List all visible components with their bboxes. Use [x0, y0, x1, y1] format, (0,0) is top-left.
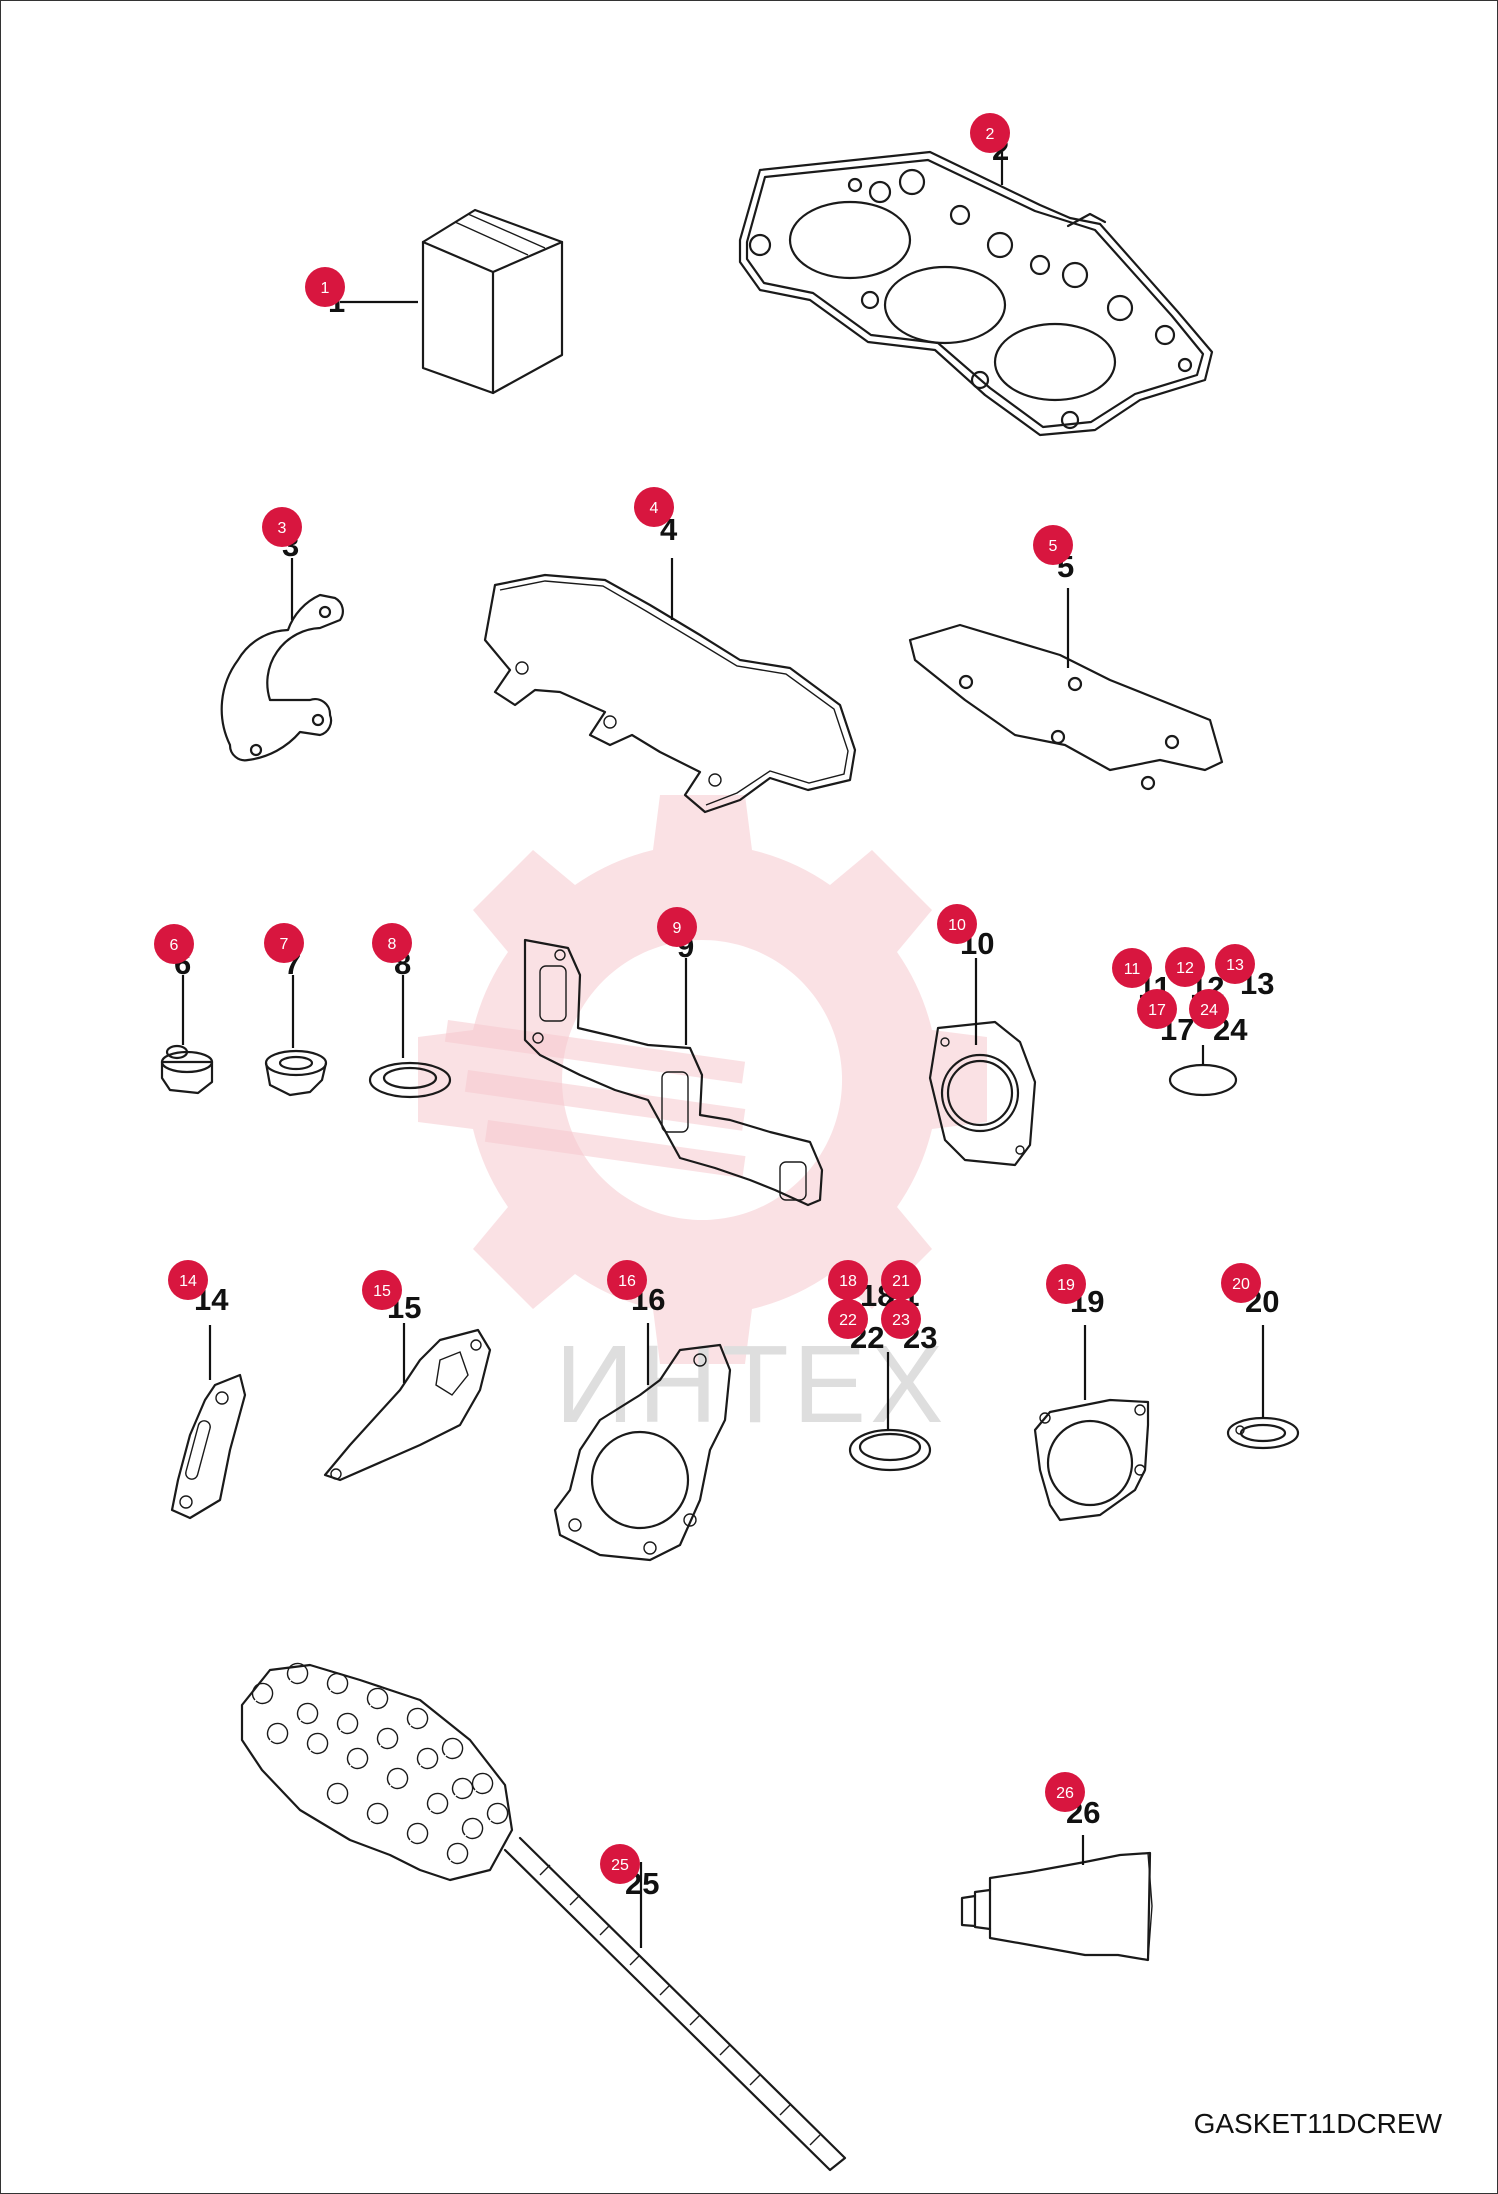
part-9-exhaust-gasket	[523, 938, 824, 1207]
part-3-gasket	[220, 593, 344, 762]
svg-text:26: 26	[1056, 1785, 1074, 1802]
svg-text:22: 22	[839, 1312, 857, 1329]
callout-16[interactable]: 16	[607, 1260, 647, 1300]
svg-text:19: 19	[1057, 1277, 1075, 1294]
callout-10[interactable]: 10	[937, 904, 977, 944]
callout-5[interactable]: 5	[1033, 525, 1073, 565]
callout-3[interactable]: 3	[262, 507, 302, 547]
callout-6[interactable]: 6	[154, 924, 194, 964]
callout-20[interactable]: 20	[1221, 1263, 1261, 1303]
callout-4[interactable]: 4	[634, 487, 674, 527]
part-5-manifold-gasket	[908, 623, 1224, 791]
watermark-text: ИНТЕХ	[555, 1323, 947, 1446]
part-16-water-pump-gasket	[553, 1343, 732, 1562]
svg-text:18: 18	[839, 1273, 857, 1290]
callout-14[interactable]: 14	[168, 1260, 208, 1300]
svg-text:3: 3	[278, 520, 287, 537]
part-1-kit-box	[421, 208, 564, 395]
part-11-13-17-24-washer	[1168, 1063, 1238, 1097]
callout-21[interactable]: 21	[881, 1260, 921, 1300]
callout-24[interactable]: 24	[1189, 989, 1229, 1029]
svg-text:21: 21	[892, 1273, 910, 1290]
svg-text:23: 23	[892, 1312, 910, 1329]
svg-text:24: 24	[1200, 1002, 1218, 1019]
callout-13[interactable]: 13	[1215, 944, 1255, 984]
callout-23[interactable]: 23	[881, 1299, 921, 1339]
svg-text:7: 7	[280, 936, 289, 953]
svg-text:15: 15	[373, 1283, 391, 1300]
svg-text:4: 4	[650, 500, 659, 517]
part-14-gasket	[170, 1373, 247, 1520]
callout-18[interactable]: 18	[828, 1260, 868, 1300]
svg-text:13: 13	[1226, 957, 1244, 974]
part-19-gasket	[1033, 1398, 1150, 1522]
callout-25[interactable]: 25	[600, 1844, 640, 1884]
svg-text:16: 16	[618, 1273, 636, 1290]
callout-26[interactable]: 26	[1045, 1772, 1085, 1812]
part-4-valve-cover-gasket	[483, 573, 857, 814]
part-26-sealant-tube	[960, 1851, 1153, 1962]
part-2-cylinder-head-gasket	[738, 150, 1214, 437]
svg-text:25: 25	[611, 1857, 629, 1874]
diagram-code: GASKET11DCREW	[1193, 2108, 1442, 2139]
part-10-flange-gasket	[928, 1020, 1037, 1167]
callout-22[interactable]: 22	[828, 1299, 868, 1339]
svg-text:6: 6	[170, 937, 179, 954]
svg-text:9: 9	[673, 920, 682, 937]
part-25-cleaning-brush	[240, 1662, 847, 2172]
callout-8[interactable]: 8	[372, 923, 412, 963]
part-6-valve-stem-seal	[160, 1044, 214, 1095]
callout-2[interactable]: 2	[970, 113, 1010, 153]
svg-text:2: 2	[986, 126, 995, 143]
part-7-grommet	[264, 1049, 328, 1097]
callout-1[interactable]: 1	[305, 267, 345, 307]
svg-text:1: 1	[321, 280, 330, 297]
part-18-21-22-23-o-ring	[848, 1428, 932, 1472]
svg-text:11: 11	[1124, 961, 1141, 978]
callout-11[interactable]: 11	[1112, 948, 1152, 988]
svg-text:10: 10	[948, 917, 966, 934]
svg-text:14: 14	[179, 1273, 197, 1290]
watermark-logo	[418, 795, 987, 1364]
callout-7[interactable]: 7	[264, 923, 304, 963]
part-15-gasket	[323, 1328, 492, 1482]
svg-text:12: 12	[1176, 960, 1194, 977]
callout-17[interactable]: 17	[1137, 989, 1177, 1029]
callout-15[interactable]: 15	[362, 1270, 402, 1310]
svg-text:5: 5	[1049, 538, 1058, 555]
svg-text:20: 20	[1232, 1276, 1250, 1293]
callout-9[interactable]: 9	[657, 907, 697, 947]
svg-text:17: 17	[1148, 1002, 1166, 1019]
part-8-o-ring	[368, 1061, 452, 1099]
callout-badges: 1 2 3 4 5 6 7 8 9 10 11 12 13 14 15 16 1…	[154, 113, 1261, 1884]
part-20-washer	[1226, 1416, 1300, 1450]
svg-text:8: 8	[388, 936, 397, 953]
part-number-labels: 1 2 3 4 5 6 7 8 9 10 11 12 13 14 15 16 1…	[174, 132, 1279, 1901]
callout-12[interactable]: 12	[1165, 947, 1205, 987]
callout-19[interactable]: 19	[1046, 1264, 1086, 1304]
